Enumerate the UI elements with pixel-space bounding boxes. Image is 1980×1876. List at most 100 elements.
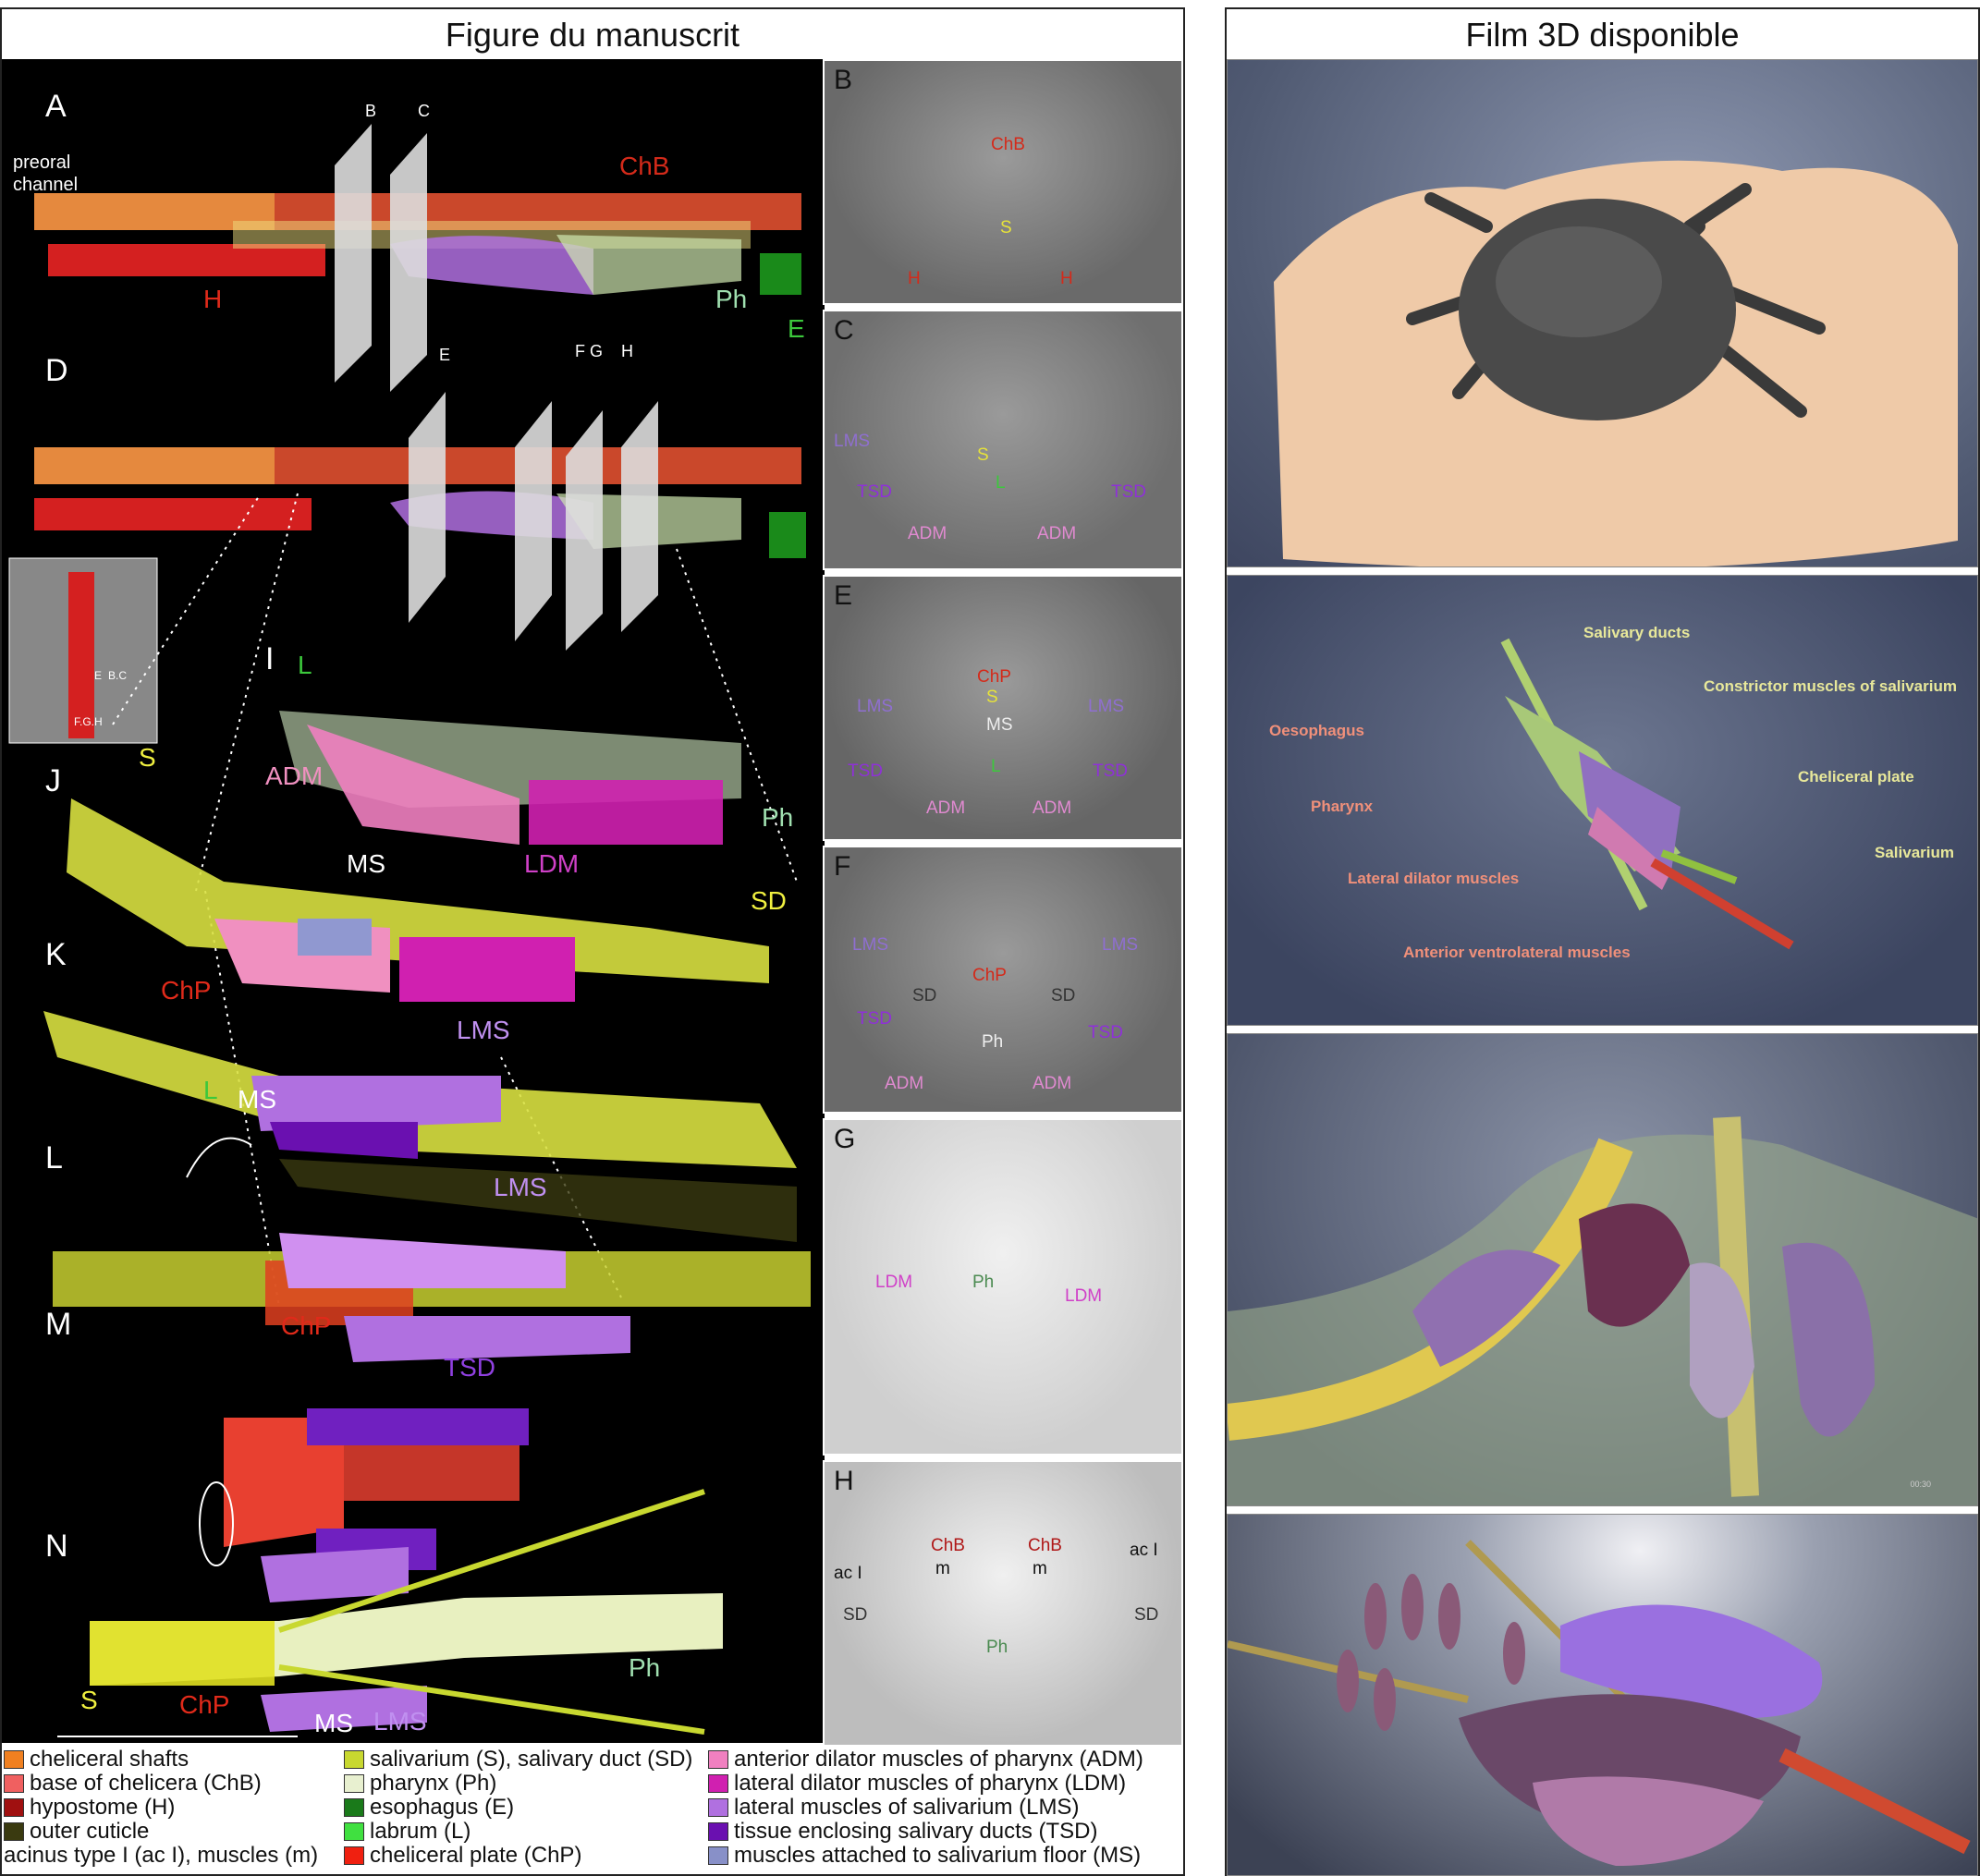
inset-label-fgh: F.G.H: [74, 715, 103, 728]
inset-label-bc: B.C: [108, 669, 128, 682]
em-label: ChB: [991, 135, 1025, 154]
slice-letter-FG: F G: [575, 342, 603, 360]
label-l-k: L: [203, 1076, 218, 1104]
legend-label: cheliceral plate (ChP): [370, 1843, 582, 1868]
em-label: LDM: [875, 1273, 913, 1292]
manuscript-figure-title: Figure du manuscrit: [2, 9, 1183, 63]
legend-item: salivarium (S), salivary duct (SD): [344, 1747, 692, 1772]
em-label: TSD: [1093, 761, 1128, 781]
label-chb: ChB: [619, 152, 670, 180]
legend-label: esophagus (E): [370, 1795, 515, 1820]
em-label: ADM: [926, 798, 966, 818]
legend-item: pharynx (Ph): [344, 1771, 496, 1797]
em-label: m: [1033, 1559, 1047, 1578]
legend-item: cheliceral shafts: [4, 1747, 189, 1772]
label-ph-i: Ph: [762, 803, 794, 832]
legend-label: lateral muscles of salivarium (LMS): [734, 1795, 1080, 1820]
legend-swatch: [344, 1750, 364, 1769]
annotation-salivarium: Salivarium: [1875, 844, 1954, 861]
label-ms-k: MS: [238, 1085, 276, 1114]
em-label: m: [935, 1559, 950, 1578]
em-label: ac I: [1130, 1541, 1158, 1560]
em-label: ADM: [908, 524, 947, 543]
legend-swatch: [708, 1822, 728, 1841]
em-label: Ph: [986, 1638, 1008, 1657]
em-label: TSD: [857, 1009, 892, 1029]
em-panel-letter: B: [834, 65, 853, 95]
legend-swatch: [344, 1846, 364, 1865]
em-label: ChB: [1028, 1536, 1062, 1555]
em-label: ADM: [1033, 1074, 1072, 1093]
legend-item: labrum (L): [344, 1819, 471, 1845]
legend-label: acinus type I (ac I), muscles (m): [4, 1843, 319, 1868]
legend-label: pharynx (Ph): [370, 1771, 497, 1796]
em-label: H: [1060, 269, 1073, 288]
annotation-cheliceral-plate: Cheliceral plate: [1798, 768, 1914, 786]
em-label: LDM: [1065, 1286, 1103, 1306]
legend-swatch: [708, 1798, 728, 1817]
label-lms-l: LMS: [494, 1173, 547, 1201]
em-panel-letter: G: [834, 1124, 856, 1154]
slice-letter-E: E: [439, 346, 451, 364]
em-label: LMS: [834, 432, 871, 451]
em-label: ChB: [931, 1536, 965, 1555]
panel-letter-N: N: [45, 1529, 68, 1564]
panel-letter-I: I: [265, 641, 275, 676]
em-label: LMS: [1102, 935, 1139, 955]
em-label: ChP: [977, 667, 1011, 687]
em-label: L: [991, 757, 1001, 776]
legend-label: anterior dilator muscles of pharynx (ADM…: [734, 1747, 1143, 1772]
movie-still-tick-on-skin: [1227, 59, 1978, 567]
label-ms-n: MS: [314, 1709, 353, 1737]
label-ldm: LDM: [524, 849, 580, 878]
em-label: S: [977, 445, 989, 465]
legend-item: hypostome (H): [4, 1795, 175, 1821]
panel-letter-J: J: [45, 763, 61, 798]
em-label: Ph: [982, 1032, 1004, 1052]
panel-letter-M: M: [45, 1307, 72, 1342]
legend-swatch: [4, 1822, 24, 1841]
em-label: SD: [1134, 1605, 1159, 1625]
legend-item: lateral muscles of salivarium (LMS): [708, 1795, 1079, 1821]
legend-item: tissue enclosing salivary ducts (TSD): [708, 1819, 1097, 1845]
legend-item: cheliceral plate (ChP): [344, 1843, 581, 1869]
em-label: TSD: [848, 761, 883, 781]
tick-on-skin-render: [1274, 160, 1958, 566]
slice-letter-B: B: [365, 102, 377, 120]
inset-label-e: E: [94, 669, 103, 682]
legend-item: acinus type I (ac I), muscles (m): [4, 1843, 318, 1869]
label-adm: ADM: [265, 761, 324, 790]
label-chp-m: ChP: [281, 1311, 332, 1340]
panel-letter-A: A: [45, 89, 67, 124]
movie-still-labelled-mouthparts: Salivary ducts Constrictor muscles of sa…: [1227, 575, 1978, 1026]
movie-timestamp: 00:30: [1910, 1480, 1931, 1489]
slice-letter-C: C: [418, 102, 430, 120]
em-label: ac I: [834, 1564, 862, 1583]
annotation-lateral-dilator: Lateral dilator muscles: [1348, 870, 1520, 887]
em-label: TSD: [1111, 482, 1146, 502]
em-label: ADM: [1037, 524, 1077, 543]
legend-label: outer cuticle: [30, 1819, 150, 1844]
label-ms-j: MS: [347, 849, 385, 878]
em-label: Ph: [972, 1273, 995, 1292]
reconstruction-drawing: [8, 124, 811, 1737]
annotation-anterior-ventrolateral: Anterior ventrolateral muscles: [1403, 944, 1631, 961]
legend-label: labrum (L): [370, 1819, 471, 1844]
label-ph-n: Ph: [629, 1653, 661, 1682]
legend-label: salivarium (S), salivary duct (SD): [370, 1747, 693, 1772]
annotation-salivary-ducts: Salivary ducts: [1583, 624, 1691, 641]
legend-swatch: [708, 1846, 728, 1865]
em-label: SD: [912, 986, 937, 1005]
legend-item: muscles attached to salivarium floor (MS…: [708, 1843, 1141, 1869]
label-sd: SD: [751, 886, 787, 915]
em-label: SD: [843, 1605, 868, 1625]
label-tsd: TSD: [444, 1353, 495, 1382]
legend-item: anterior dilator muscles of pharynx (ADM…: [708, 1747, 1143, 1772]
duct-closeup-render: [1228, 1116, 1977, 1505]
em-label: TSD: [1088, 1023, 1123, 1042]
em-label: ChP: [972, 966, 1007, 985]
